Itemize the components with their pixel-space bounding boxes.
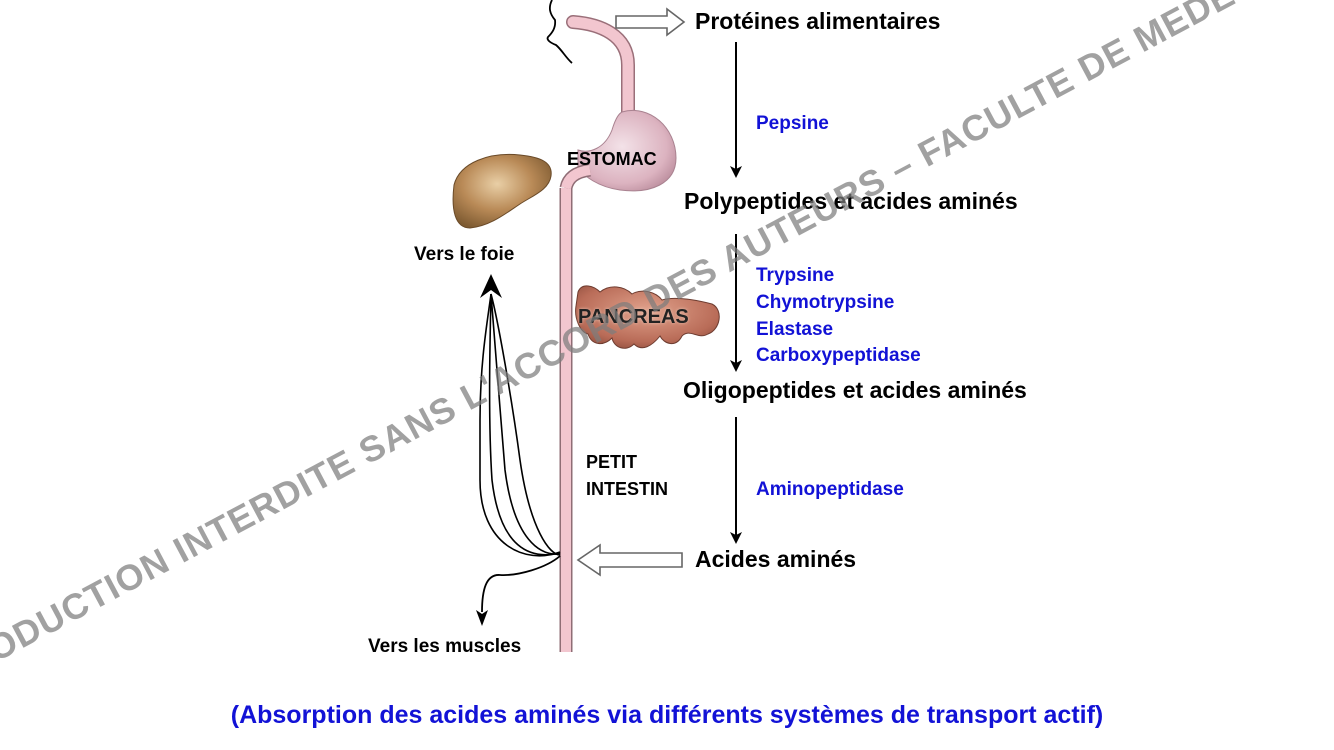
stage-proteines: Protéines alimentaires [695,8,941,34]
estomac-label: ESTOMAC [567,149,657,169]
enzyme-trypsine: Trypsine [756,265,835,286]
foie-destination: Vers le foie [414,244,515,265]
enzyme-pepsine: Pepsine [756,113,829,134]
stage-polypeptides: Polypeptides et acides aminés [684,188,1018,214]
stage-acides-amines: Acides aminés [695,546,857,572]
stomach-shape [577,110,677,192]
muscles-destination: Vers les muscles [368,636,522,657]
pancreas-label: PANCREAS [578,306,689,328]
intestin-label-line2: INTESTIN [586,479,669,499]
enzyme-chymotrypsine: Chymotrypsine [756,292,895,313]
liver-arrowhead-icon [480,274,502,298]
stage-oligopeptides: Oligopeptides et acides aminés [683,377,1027,403]
intestin-label-line1: PETIT [586,452,638,472]
enzyme-aminopeptidase: Aminopeptidase [756,479,904,500]
liver-shape [452,153,552,229]
figure-caption: (Absorption des acides aminés via différ… [230,701,1104,729]
enzyme-elastase: Elastase [756,319,834,340]
ingestion-arrow-icon [615,7,686,37]
distribution-curves [479,293,561,557]
muscle-curve [481,555,561,613]
pancreas-shape [575,285,720,349]
enzyme-carboxypeptidase: Carboxypeptidase [756,345,921,366]
head-profile [546,0,573,64]
absorption-arrow-icon [576,543,683,577]
muscle-arrowhead-icon [476,610,488,626]
